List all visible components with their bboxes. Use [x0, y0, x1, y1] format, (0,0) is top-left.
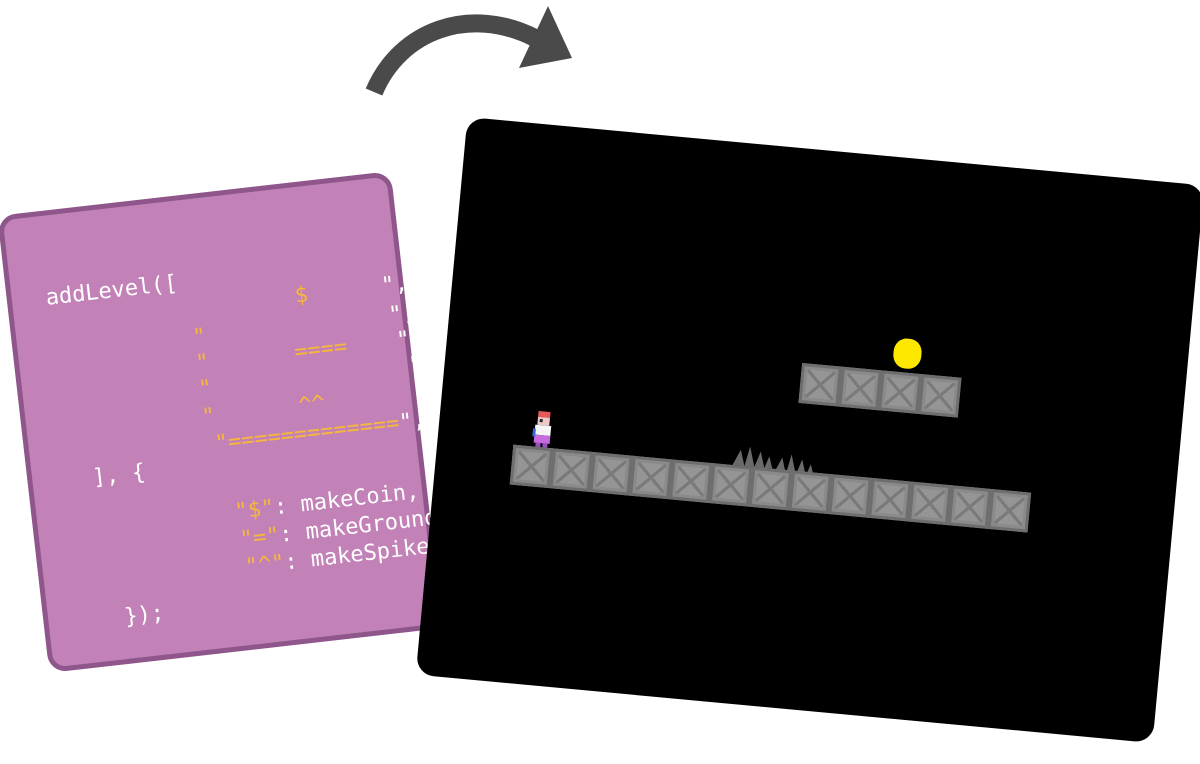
ground-tile [828, 474, 872, 518]
ground-tile [878, 370, 922, 414]
ground-tile [668, 459, 713, 503]
ground-tile [907, 481, 952, 526]
ground-tile [788, 470, 833, 515]
ground-tile [838, 366, 882, 411]
ground-tile [868, 477, 912, 522]
ground-tile [589, 452, 633, 496]
ground-tile [947, 485, 992, 529]
ground-tile [917, 374, 962, 418]
ground-tile [509, 444, 554, 489]
ground-tile [549, 448, 594, 492]
code-card: addLevel([ $", "", "====", "", "^^", "==… [0, 171, 452, 673]
coin [892, 337, 923, 370]
ground-tile [748, 466, 793, 511]
ground-tile [798, 362, 842, 407]
spike [732, 446, 773, 469]
ground-tile [708, 463, 753, 507]
game-screen [415, 117, 1200, 743]
ground-tile [629, 455, 673, 500]
ground-tile [987, 489, 1032, 533]
player-sprite [532, 410, 552, 448]
code-footer: }); [123, 600, 166, 630]
